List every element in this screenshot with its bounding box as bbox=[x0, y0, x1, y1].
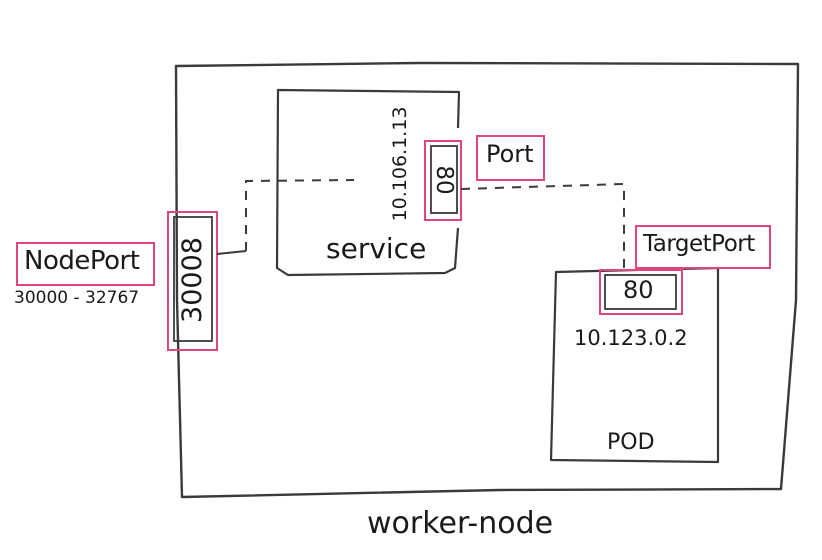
pod-port-box bbox=[599, 269, 683, 315]
target-port-tag-box bbox=[635, 225, 771, 269]
node-port-inner-box bbox=[173, 216, 213, 342]
service-box bbox=[275, 88, 461, 277]
service-label: service bbox=[326, 232, 427, 265]
node-port-box bbox=[167, 211, 218, 351]
node-port-tag-box bbox=[16, 242, 155, 286]
pod-ip-label: 10.123.0.2 bbox=[574, 326, 688, 350]
service-port-box bbox=[424, 140, 462, 221]
nodeport-to-service-dashed bbox=[245, 179, 355, 251]
node-port-range-label: 30000 - 32767 bbox=[14, 288, 140, 308]
worker-node-box bbox=[174, 61, 800, 499]
service-ip-label: 10.106.1.13 bbox=[389, 106, 411, 222]
pod-port-value: 80 bbox=[623, 276, 654, 304]
nodeport-connector-solid bbox=[216, 250, 247, 255]
service-port-inner-box bbox=[430, 145, 458, 214]
port-tag-label: Port bbox=[486, 140, 534, 168]
target-port-tag-label: TargetPort bbox=[643, 231, 755, 257]
worker-node-label: worker-node bbox=[367, 506, 554, 541]
port-tag-box bbox=[476, 135, 545, 181]
pod-label: POD bbox=[607, 430, 655, 455]
service-port-value: 80 bbox=[431, 165, 457, 195]
node-port-value: 30008 bbox=[177, 237, 208, 323]
service-to-pod-dashed bbox=[460, 182, 625, 268]
node-port-tag-label: NodePort bbox=[24, 246, 140, 276]
pod-port-inner-box bbox=[604, 274, 677, 310]
